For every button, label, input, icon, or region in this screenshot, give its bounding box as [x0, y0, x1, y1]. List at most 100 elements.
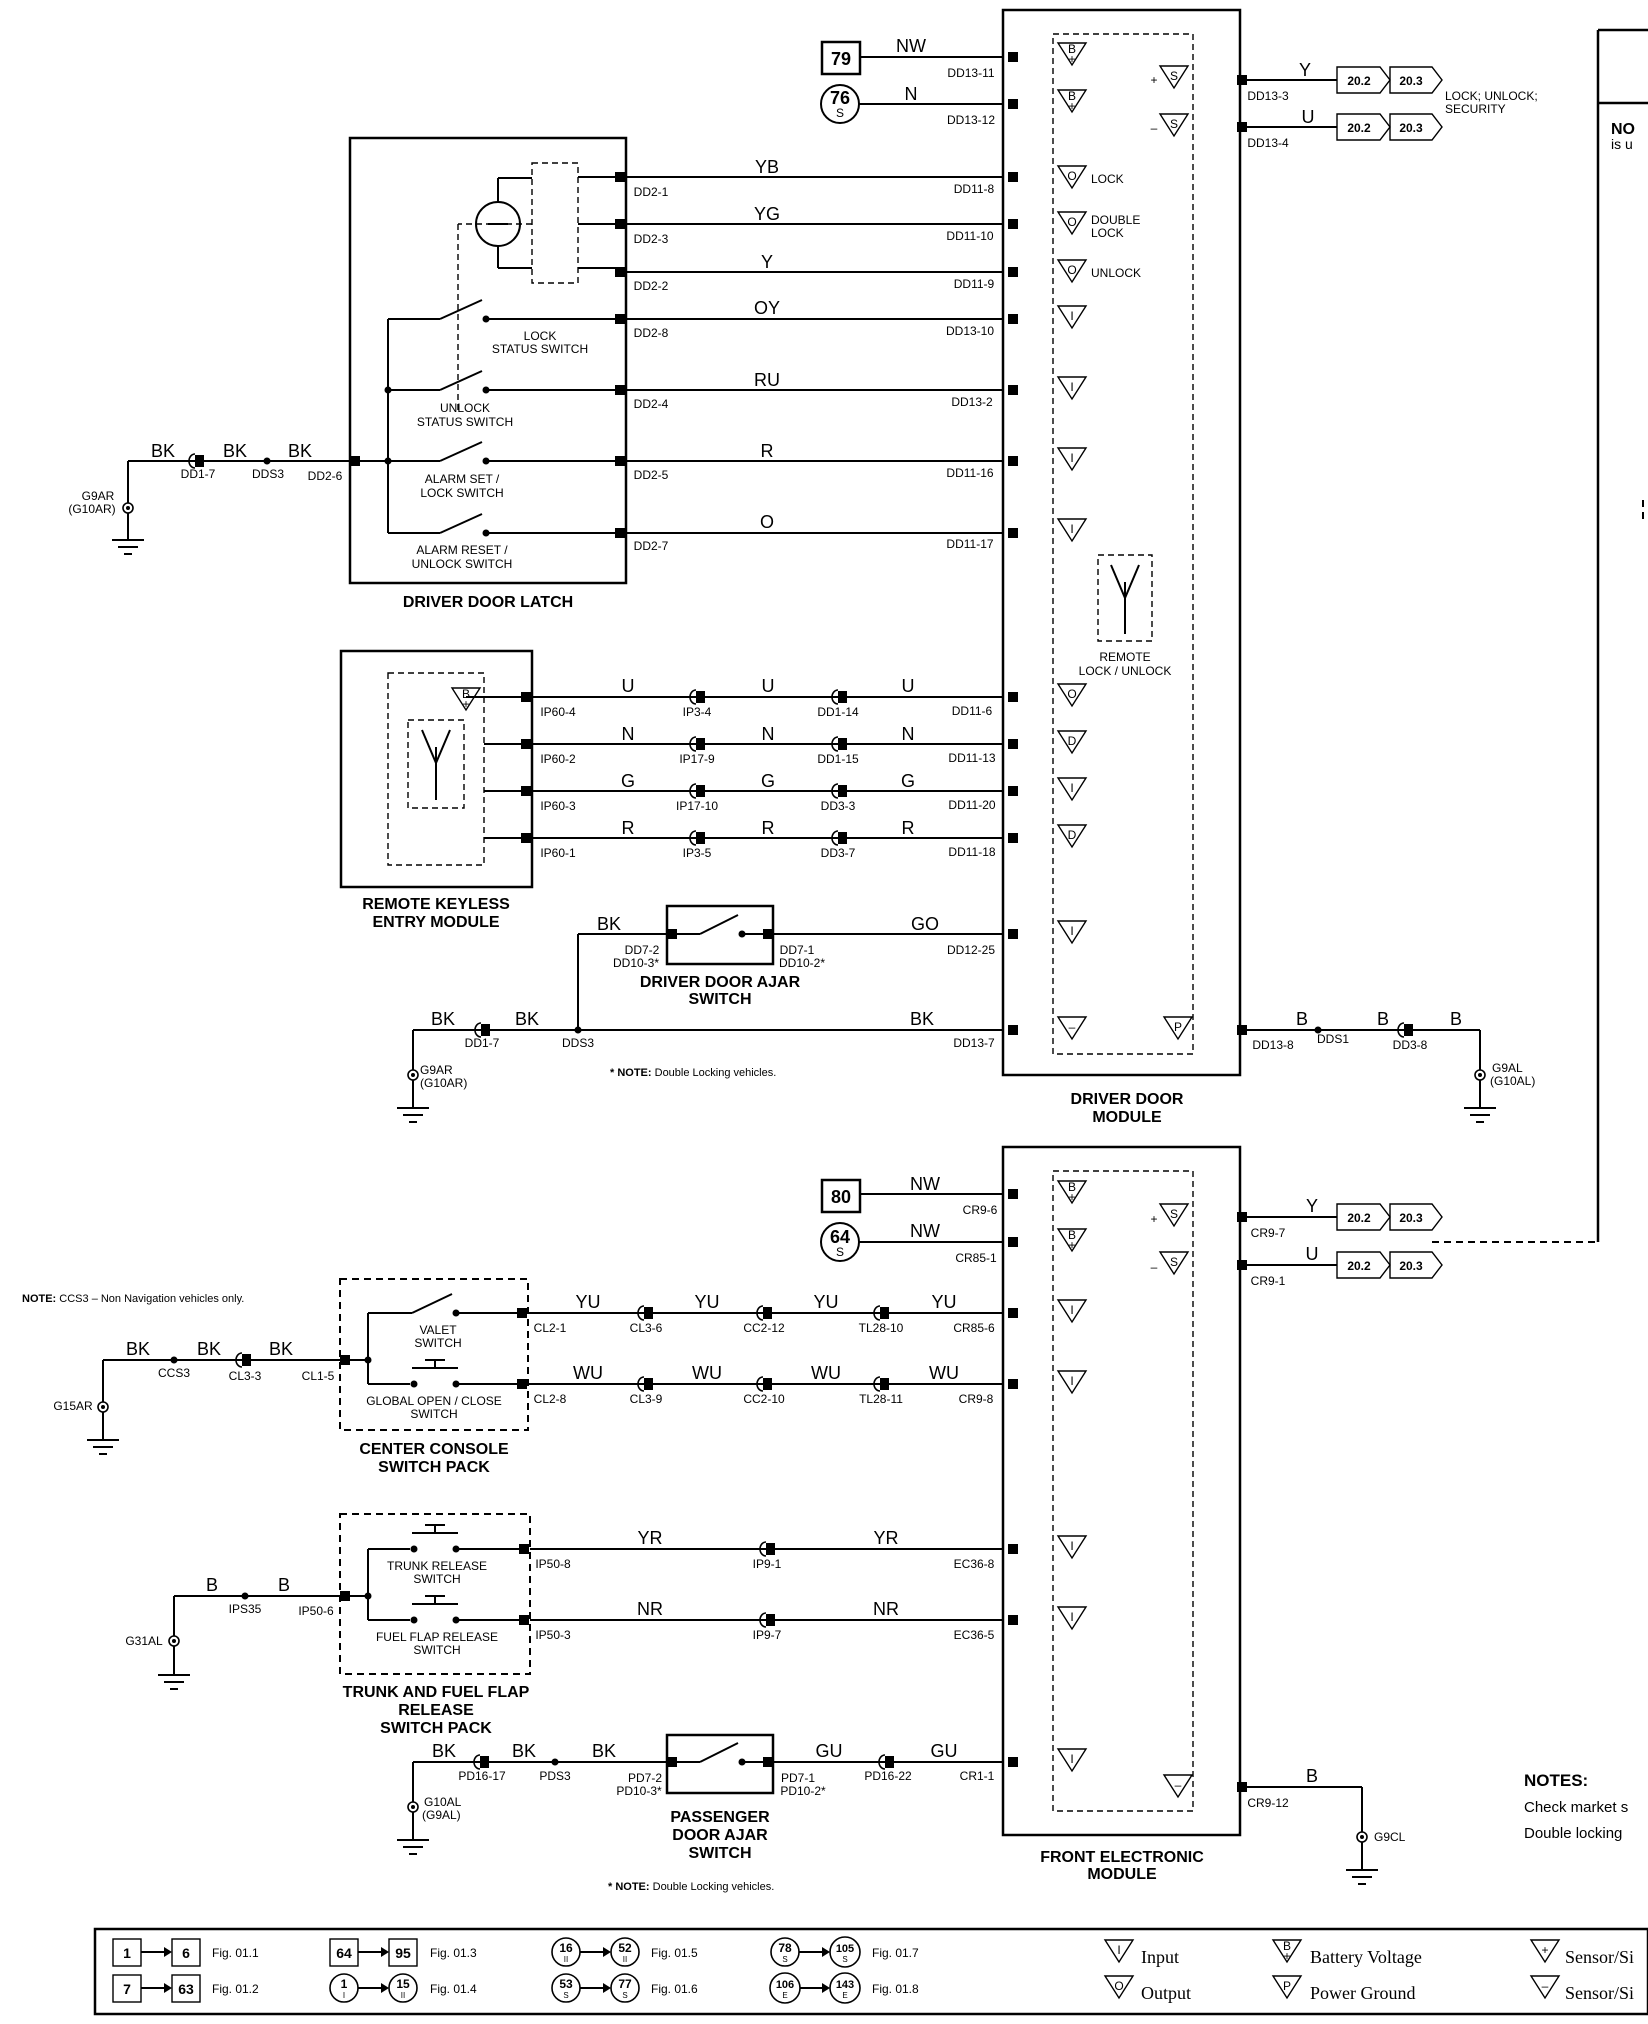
svg-text:PD7-1: PD7-1 [781, 1771, 815, 1785]
svg-text:B: B [1068, 89, 1076, 103]
svg-text:WU: WU [573, 1363, 603, 1383]
svg-text:B: B [462, 687, 470, 701]
svg-text:S: S [1170, 117, 1178, 131]
svg-text:B: B [1068, 1180, 1076, 1194]
svg-text:BK: BK [151, 441, 175, 461]
fem-power-inputs: 80 NW CR9-6 64 S NW CR85-1 [820, 1174, 1003, 1265]
latch-ground-circuit: BK BK BK DD1-7 DDS3 DD2-6 G9AR (G10AR) [68, 441, 350, 555]
svg-text:U: U [622, 676, 635, 696]
svg-text:NO: NO [1611, 121, 1635, 138]
svg-text:BK: BK [288, 441, 312, 461]
svg-text:RU: RU [754, 370, 780, 390]
svg-text:CL3-3: CL3-3 [229, 1369, 262, 1383]
svg-text:143: 143 [836, 1979, 854, 1991]
driver-door-latch: DRIVER DOOR LATCH LOCK STATUS SWITCH UNL… [348, 136, 628, 611]
svg-text:CC2-10: CC2-10 [743, 1392, 785, 1406]
svg-text:DD13-8: DD13-8 [1252, 1038, 1294, 1052]
svg-text:G10AL: G10AL [424, 1795, 462, 1809]
svg-text:ALARM RESET /: ALARM RESET / [416, 543, 508, 557]
svg-text:NR: NR [637, 1599, 663, 1619]
svg-text:Battery Voltage: Battery Voltage [1310, 1947, 1422, 1967]
svg-text:DD11-16: DD11-16 [946, 466, 993, 480]
svg-text:+: + [1150, 1212, 1157, 1226]
svg-text:IP3-5: IP3-5 [683, 846, 712, 860]
svg-text:DD11-13: DD11-13 [948, 751, 995, 765]
svg-text:DD7-1: DD7-1 [780, 943, 815, 957]
svg-text:B: B [278, 1575, 290, 1595]
tfsp-wires: YR YR IP50-8 IP9-1 EC36-8 NR NR IP50-3 I… [530, 1528, 1003, 1642]
svg-text:+: + [1068, 99, 1075, 113]
svg-text:ALARM SET /: ALARM SET / [425, 472, 500, 486]
svg-text:DD2-4: DD2-4 [634, 397, 669, 411]
svg-text:76: 76 [830, 88, 850, 108]
svg-text:1: 1 [123, 1945, 131, 1961]
svg-text:DD13-11: DD13-11 [947, 66, 994, 80]
svg-text:–: – [1151, 1260, 1158, 1274]
svg-text:II: II [623, 1955, 627, 1964]
svg-text:YU: YU [931, 1292, 956, 1312]
svg-text:NW: NW [910, 1174, 940, 1194]
svg-text:R: R [902, 818, 915, 838]
svg-text:Y: Y [1299, 60, 1311, 80]
svg-text:Fig. 01.2: Fig. 01.2 [212, 1982, 259, 1996]
svg-text:CR1-1: CR1-1 [960, 1769, 995, 1783]
svg-text:MODULE: MODULE [1087, 1866, 1157, 1883]
svg-text:CL3-6: CL3-6 [630, 1321, 663, 1335]
svg-text:DOOR AJAR: DOOR AJAR [672, 1827, 768, 1844]
svg-text:LOCK SWITCH: LOCK SWITCH [420, 486, 503, 500]
svg-text:GU: GU [816, 1741, 843, 1761]
svg-text:G9AR: G9AR [420, 1063, 453, 1077]
svg-text:SWITCH: SWITCH [413, 1572, 460, 1586]
svg-text:DD13-12: DD13-12 [947, 113, 995, 127]
svg-text:BK: BK [431, 1009, 455, 1029]
svg-text:95: 95 [395, 1945, 411, 1961]
svg-text:77: 77 [618, 1977, 632, 1991]
svg-text:G: G [621, 771, 635, 791]
svg-text:NW: NW [910, 1221, 940, 1241]
ddm-right-outputs: Y DD13-3 20.2 20.3 U DD13-4 20.2 20.3 LO… [1247, 60, 1538, 150]
svg-text:IP60-2: IP60-2 [540, 752, 576, 766]
svg-text:20.2: 20.2 [1347, 74, 1371, 88]
svg-text:DD3-3: DD3-3 [821, 799, 856, 813]
svg-text:STATUS SWITCH: STATUS SWITCH [492, 342, 588, 356]
svg-text:DDS3: DDS3 [252, 467, 284, 481]
svg-text:1: 1 [341, 1977, 348, 1991]
svg-text:S: S [836, 106, 844, 120]
svg-text:PD10-3*: PD10-3* [616, 1784, 662, 1798]
svg-text:DD13-4: DD13-4 [1247, 136, 1289, 150]
svg-text:DD1-14: DD1-14 [817, 705, 859, 719]
svg-text:S: S [1170, 1207, 1178, 1221]
power-ground-icon [1271, 1975, 1303, 2000]
trunk-fuel-flap-switch-pack: TRUNK RELEASE SWITCH FUEL FLAP RELEASE S… [339, 1513, 531, 1737]
remote-label-2: LOCK / UNLOCK [1079, 664, 1172, 678]
svg-text:S: S [1170, 69, 1178, 83]
svg-text:I: I [1117, 1943, 1120, 1957]
svg-text:EC36-8: EC36-8 [954, 1557, 995, 1571]
svg-text:YG: YG [754, 204, 780, 224]
svg-text:TRUNK AND FUEL FLAP: TRUNK AND FUEL FLAP [343, 1684, 530, 1701]
svg-text:(G10AR): (G10AR) [68, 502, 115, 516]
svg-text:53: 53 [559, 1977, 573, 1991]
svg-text:DD1-7: DD1-7 [465, 1036, 500, 1050]
svg-text:YU: YU [575, 1292, 600, 1312]
svg-text:BK: BK [597, 914, 621, 934]
svg-text:SWITCH: SWITCH [688, 991, 751, 1008]
svg-text:STATUS SWITCH: STATUS SWITCH [417, 415, 513, 429]
svg-text:DD2-7: DD2-7 [634, 539, 669, 553]
pd-ajar-wires: BK BK BK PD16-17 PDS3 GU GU PD16-22 CR1-… [396, 1741, 1003, 1893]
svg-text:DD11-17: DD11-17 [946, 537, 993, 551]
svg-text:S: S [1170, 1255, 1178, 1269]
svg-text:G9AL: G9AL [1492, 1061, 1523, 1075]
svg-text:GU: GU [931, 1741, 958, 1761]
svg-text:P: P [1283, 1979, 1291, 1993]
double-lock-pin-label: LOCK [1091, 226, 1124, 240]
svg-text:RELEASE: RELEASE [398, 1702, 474, 1719]
svg-text:CL3-9: CL3-9 [630, 1392, 663, 1406]
svg-text:DD3-8: DD3-8 [1393, 1038, 1428, 1052]
fem-ground-circuit: B CR9-12 G9CL [1247, 1766, 1406, 1885]
svg-text:SWITCH: SWITCH [688, 1845, 751, 1862]
svg-text:O: O [1067, 687, 1076, 701]
svg-text:I: I [1070, 380, 1073, 394]
svg-text:R: R [762, 818, 775, 838]
svg-text:DD13-10: DD13-10 [946, 324, 994, 338]
